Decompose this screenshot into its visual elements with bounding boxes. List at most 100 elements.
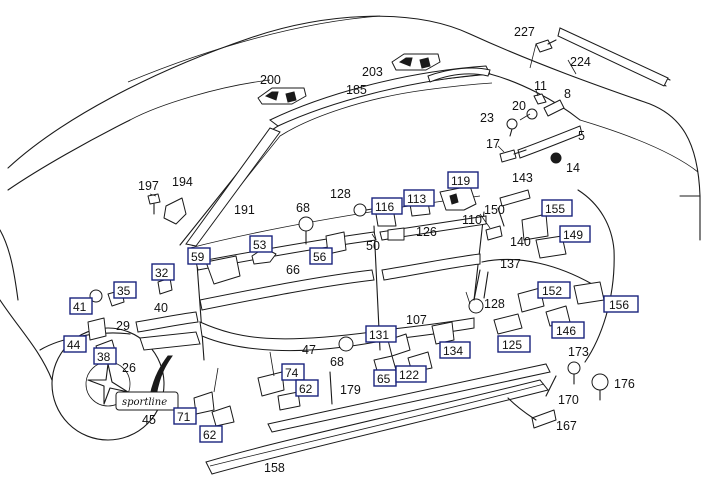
boxed-callout-156-text: 156 [609,298,629,312]
callout-50: 50 [366,239,380,253]
boxed-callout-56[interactable]: 56 [309,247,333,265]
door-protection-strips [135,253,481,333]
callout-137: 137 [500,257,521,271]
callout-labels: 227 224 200 203 185 11 8 20 23 5 17 14 1… [116,25,635,475]
boxed-callout-155-text: 155 [545,202,565,216]
boxed-callout-59-text: 59 [191,250,205,264]
callout-68-lower: 68 [330,355,344,369]
boxed-callout-119-text: 119 [451,174,470,188]
boxed-callout-32[interactable]: 32 [151,263,175,281]
callout-26: 26 [122,361,136,375]
boxed-callout-71-text: 71 [177,410,191,424]
callout-40: 40 [154,301,168,315]
callout-23: 23 [480,111,494,125]
callout-17: 17 [486,137,500,151]
boxed-callout-74[interactable]: 74 [281,363,305,381]
callout-197: 197 [138,179,159,193]
boxed-callout-labels: 119 116 113 155 149 53 59 56 [63,171,639,443]
callout-68-upper: 68 [296,201,310,215]
callout-194: 194 [172,175,193,189]
sportline-emblem-text: sportline [122,397,167,408]
boxed-callout-41-text: 41 [73,300,87,314]
callout-200: 200 [260,73,281,87]
boxed-callout-62-upper-text: 62 [299,382,313,396]
boxed-callout-125[interactable]: 125 [497,335,531,353]
boxed-callout-134-text: 134 [443,344,463,358]
boxed-callout-113[interactable]: 113 [403,189,435,207]
boxed-callout-152[interactable]: 152 [537,281,571,299]
callout-173: 173 [568,345,589,359]
callout-14: 14 [566,161,580,175]
rear-deck-strip-224 [557,27,669,87]
boxed-callout-41[interactable]: 41 [69,297,93,315]
boxed-callout-122[interactable]: 122 [395,365,427,383]
boxed-callout-116-text: 116 [375,200,394,214]
boxed-callout-149[interactable]: 149 [559,225,591,243]
callout-45: 45 [142,413,156,427]
boxed-callout-59[interactable]: 59 [187,247,211,265]
callout-150: 150 [484,203,505,217]
callout-179: 179 [340,383,361,397]
callout-107: 107 [406,313,427,327]
callout-227: 227 [514,25,535,39]
callout-140: 140 [510,235,531,249]
boxed-callout-122-text: 122 [399,368,419,382]
boxed-callout-53[interactable]: 53 [249,235,273,253]
boxed-callout-119[interactable]: 119 [447,171,479,189]
callout-29: 29 [116,319,130,333]
boxed-callout-113-text: 113 [407,192,426,206]
boxed-callout-152-text: 152 [542,284,562,298]
callout-5: 5 [578,129,585,143]
boxed-callout-134[interactable]: 134 [439,341,471,359]
boxed-callout-44[interactable]: 44 [63,335,87,353]
callout-66: 66 [286,263,300,277]
callout-167: 167 [556,419,577,433]
roof-rail-strip [427,67,491,83]
boxed-callout-62-upper[interactable]: 62 [295,379,319,397]
callout-170: 170 [558,393,579,407]
boxed-callout-131[interactable]: 131 [365,325,397,343]
boxed-callout-65-text: 65 [377,372,391,386]
boxed-callout-146-text: 146 [556,324,576,338]
boxed-callout-65[interactable]: 65 [373,369,397,387]
boxed-callout-62-lower[interactable]: 62 [199,425,223,443]
boxed-callout-35[interactable]: 35 [113,281,137,299]
callout-11: 11 [534,79,547,93]
leader-lines [149,43,577,393]
window-trim-strips [185,65,491,247]
callout-224: 224 [570,55,591,69]
boxed-callout-74-text: 74 [285,366,299,380]
callout-203: 203 [362,65,383,79]
boxed-callout-155[interactable]: 155 [541,199,573,217]
boxed-callout-44-text: 44 [67,338,81,352]
boxed-callout-56-text: 56 [313,250,327,264]
callout-20: 20 [512,99,526,113]
boxed-callout-116[interactable]: 116 [371,197,403,215]
boxed-callout-62-lower-text: 62 [203,428,217,442]
boxed-callout-35-text: 35 [117,284,131,298]
callout-126: 126 [416,225,437,239]
callout-128-lower: 128 [484,297,505,311]
callout-143: 143 [512,171,533,185]
callout-8: 8 [564,87,571,101]
callout-110: 110 [462,213,482,227]
boxed-callout-53-text: 53 [253,238,267,252]
boxed-callout-131-text: 131 [369,328,389,342]
callout-47: 47 [302,343,316,357]
callout-191: 191 [234,203,255,217]
boxed-callout-149-text: 149 [563,228,583,242]
callout-185: 185 [346,83,367,97]
callout-128-upper: 128 [330,187,351,201]
callout-176: 176 [614,377,635,391]
boxed-callout-156[interactable]: 156 [603,295,639,313]
boxed-callout-32-text: 32 [155,266,169,280]
boxed-callout-146[interactable]: 146 [551,321,585,339]
callout-158: 158 [264,461,285,475]
rocker-strip [267,363,551,433]
sill-panel-158 [205,379,549,475]
boxed-callout-38-text: 38 [97,350,111,364]
boxed-callout-38[interactable]: 38 [93,347,117,365]
boxed-callout-71[interactable]: 71 [173,407,197,425]
boxed-callout-125-text: 125 [502,338,522,352]
